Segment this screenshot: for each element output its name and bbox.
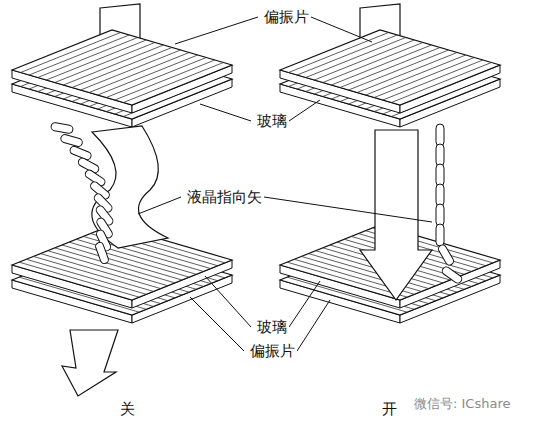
plate-top — [12, 30, 232, 105]
plate-hatch — [297, 35, 397, 75]
exit-light-arrow — [62, 330, 118, 396]
plate-hatch — [72, 48, 172, 88]
lc-molecule — [436, 144, 444, 166]
plate-top — [280, 30, 500, 105]
label-polarizer: 偏振片 — [248, 342, 297, 361]
plate-hatch — [115, 60, 215, 100]
lc-molecule — [441, 265, 464, 284]
leader-line — [297, 300, 330, 351]
plate-hatch — [21, 33, 121, 73]
plate-hatch — [106, 58, 206, 98]
lc-molecule — [437, 243, 455, 266]
plate-hatch — [391, 63, 491, 103]
plates — [12, 30, 500, 323]
lc-molecule — [94, 241, 109, 264]
lc-molecule — [50, 122, 73, 134]
plate-hatch — [38, 38, 138, 78]
lc-molecule — [436, 204, 444, 226]
lc-molecule — [436, 184, 444, 206]
plate-hatch — [63, 45, 163, 85]
twisted-light — [92, 126, 168, 248]
plate-hatch — [123, 63, 223, 103]
straight-light-arrow — [360, 130, 432, 300]
leader-lines — [138, 17, 432, 351]
plate-hatch — [29, 35, 129, 75]
lc-molecule — [60, 134, 83, 148]
leader-line — [311, 17, 372, 42]
leader-line — [190, 297, 244, 351]
plate-hatch — [331, 45, 431, 85]
plate-hatch — [357, 53, 457, 93]
lc-molecule — [436, 164, 444, 186]
leader-line — [289, 281, 320, 327]
label-glass: 玻璃 — [255, 112, 289, 131]
state-label: 开 — [380, 400, 399, 419]
plate-hatch — [374, 58, 474, 98]
plate-hatch — [46, 40, 146, 80]
plate-hatch — [366, 55, 466, 95]
light-beams — [62, 126, 432, 396]
label-director: 液晶指向矢 — [185, 188, 264, 207]
plate-hatch — [98, 55, 198, 95]
plate-slab — [12, 30, 232, 113]
lc-molecule — [436, 124, 444, 146]
liquid-crystal-molecules — [50, 122, 463, 284]
plate-hatch — [55, 43, 155, 83]
plate-hatch — [306, 38, 406, 78]
leader-line — [264, 197, 432, 222]
plate-hatch — [349, 50, 449, 90]
label-polarizer: 偏振片 — [262, 8, 311, 27]
plate-hatch — [289, 33, 389, 73]
plate-hatch — [314, 40, 414, 80]
leader-line — [175, 17, 258, 44]
plate-hatch — [383, 60, 483, 100]
lc-molecule — [436, 224, 444, 246]
leader-line — [289, 100, 320, 121]
plate-hatch — [81, 50, 181, 90]
watermark: 微信号: ICshare — [412, 394, 512, 413]
state-label: 关 — [118, 400, 137, 419]
label-glass: 玻璃 — [255, 318, 289, 337]
leader-line — [138, 197, 181, 214]
plate-slab — [280, 30, 500, 113]
plate-hatch — [340, 48, 440, 88]
plate-hatch — [323, 43, 423, 83]
leader-line — [200, 104, 251, 121]
plate-hatch — [89, 53, 189, 93]
